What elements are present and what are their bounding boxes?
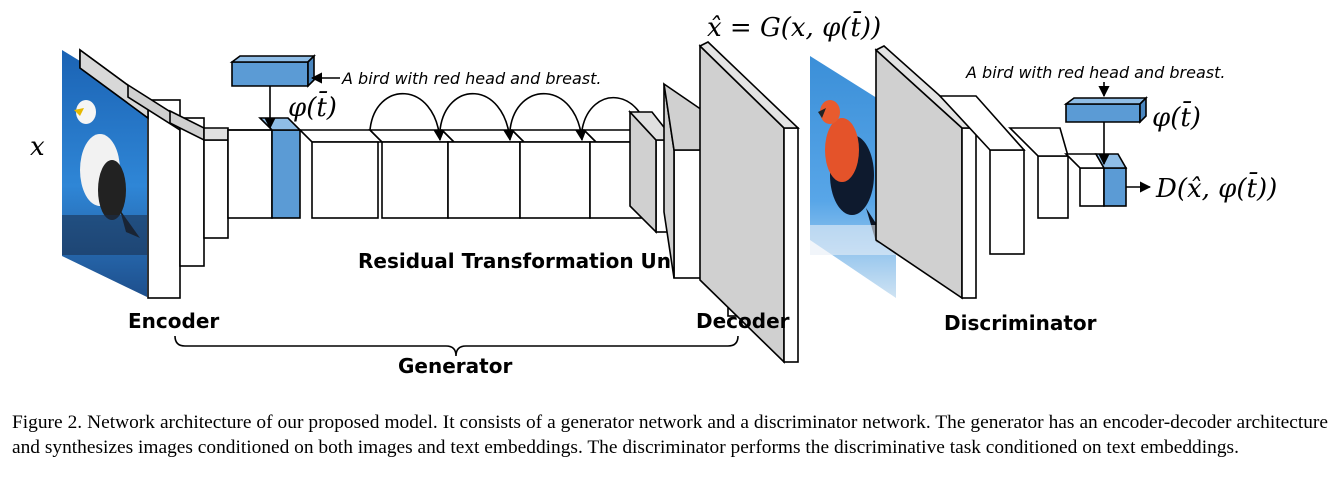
discriminator-label: Discriminator (944, 311, 1097, 335)
residual-block-1 (298, 129, 384, 219)
residual-block-4 (510, 129, 598, 219)
encoder-label: Encoder (128, 309, 219, 333)
decoder-label: Decoder (696, 309, 790, 333)
generator-phi-label: φ(t̄) (288, 90, 337, 123)
generated-image (810, 56, 896, 298)
generator-label: Generator (398, 354, 512, 378)
generator-text-prompt: A bird with red head and breast. (341, 69, 601, 88)
discriminator (874, 45, 1128, 300)
skip-arc-2 (439, 92, 515, 142)
figure-caption: Figure 2. Network architecture of our pr… (12, 412, 1328, 458)
residual-transformation-unit (298, 129, 654, 219)
residual-block-2 (368, 129, 456, 219)
generator-brace (174, 335, 739, 357)
discriminator-phi-label: φ(t̄) (1152, 100, 1201, 133)
input-x-label: x (30, 132, 45, 162)
generator-text-embedding-block (229, 54, 316, 88)
input-image (62, 50, 147, 297)
residual-unit-label: Residual Transformation Unit (358, 249, 688, 273)
generator-output-label: x̂ = G(x, φ(t̄)) (707, 10, 881, 43)
decoder (628, 41, 800, 364)
discriminator-output-label: D(x̂, φ(t̄)) (1155, 171, 1277, 204)
encoder (79, 48, 229, 299)
architecture-diagram: x A bird with red head and breast. φ(t̄) (30, 10, 1277, 378)
discriminator-text-prompt: A bird with red head and breast. (965, 63, 1225, 82)
skip-arc-3 (509, 92, 587, 142)
discriminator-text-embedding-block (1063, 96, 1148, 124)
concat-layer (227, 117, 302, 219)
residual-block-3 (440, 129, 526, 219)
skip-arc-1 (369, 92, 445, 142)
